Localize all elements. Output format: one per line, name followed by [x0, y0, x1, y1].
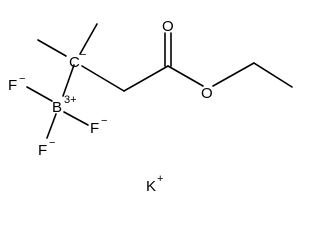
- bond-carbanion-to-ch2: [81, 65, 125, 92]
- atom-fluorine-bottom: F: [38, 142, 47, 159]
- bond-boron-to-fluorine-top: [26, 86, 53, 102]
- bond-boron-to-fluorine-bottom: [46, 113, 57, 139]
- charge-potassium: +: [157, 173, 163, 185]
- charge-fluorine-bottom: −: [49, 137, 55, 149]
- bond-boron-to-carbanion: [62, 64, 75, 97]
- bond-methyl-top-to-carbanion: [79, 23, 98, 55]
- charge-carbanion: −: [80, 49, 86, 61]
- atom-labels: F − B 3+ F − F − C − O O K +: [8, 18, 213, 195]
- atom-carbonyl-oxygen: O: [162, 18, 174, 35]
- atom-fluorine-top: F: [8, 77, 17, 94]
- bond-ester-o-to-ch2: [212, 62, 255, 87]
- charge-fluorine-top: −: [19, 73, 25, 85]
- bond-methyl-left-to-carbanion: [37, 39, 67, 57]
- atom-potassium: K: [146, 178, 156, 195]
- chemical-structure-diagram: F − B 3+ F − F − C − O O K +: [8, 18, 293, 195]
- atom-fluorine-right: F: [90, 120, 99, 137]
- bond-boron-to-fluorine-right: [63, 111, 89, 126]
- bond-carbonyl-to-ester-o: [167, 65, 204, 87]
- bond-ethyl-ch2-to-ch3: [253, 62, 293, 88]
- bond-ch2-to-carbonyl: [123, 65, 169, 92]
- charge-boron: 3+: [64, 94, 77, 106]
- bonds: [26, 23, 293, 139]
- atom-boron: B: [52, 99, 62, 116]
- atom-carbanion: C: [69, 54, 80, 71]
- charge-fluorine-right: −: [101, 115, 107, 127]
- atom-ester-oxygen: O: [201, 85, 213, 102]
